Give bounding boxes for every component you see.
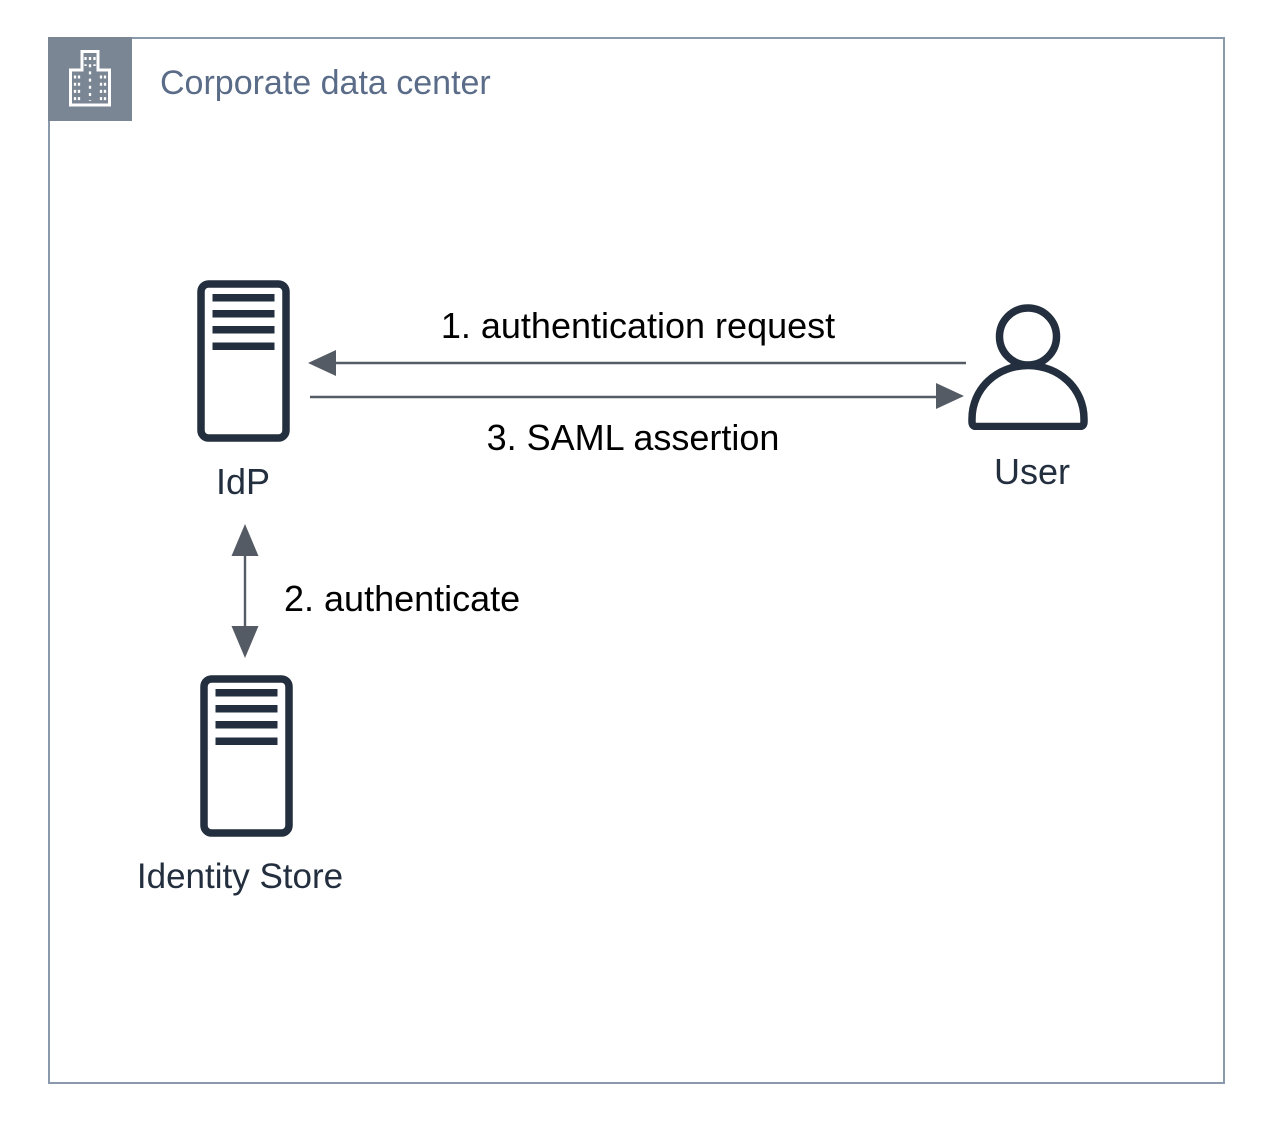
edge-label-authenticate: 2. authenticate — [284, 578, 521, 619]
server-icon — [200, 675, 293, 837]
edge-label-authentication-request: 1. authentication request — [440, 305, 836, 346]
server-icon — [197, 280, 290, 442]
idp-node-label: IdP — [215, 461, 271, 502]
building-icon — [48, 37, 132, 121]
user-node-label: User — [993, 451, 1071, 492]
corporate-data-center-group-box — [48, 37, 1225, 1084]
group-title: Corporate data center — [160, 64, 491, 102]
edge-label-saml-assertion: 3. SAML assertion — [486, 417, 780, 458]
user-icon — [968, 304, 1088, 430]
identity-store-node-label: Identity Store — [136, 857, 344, 896]
